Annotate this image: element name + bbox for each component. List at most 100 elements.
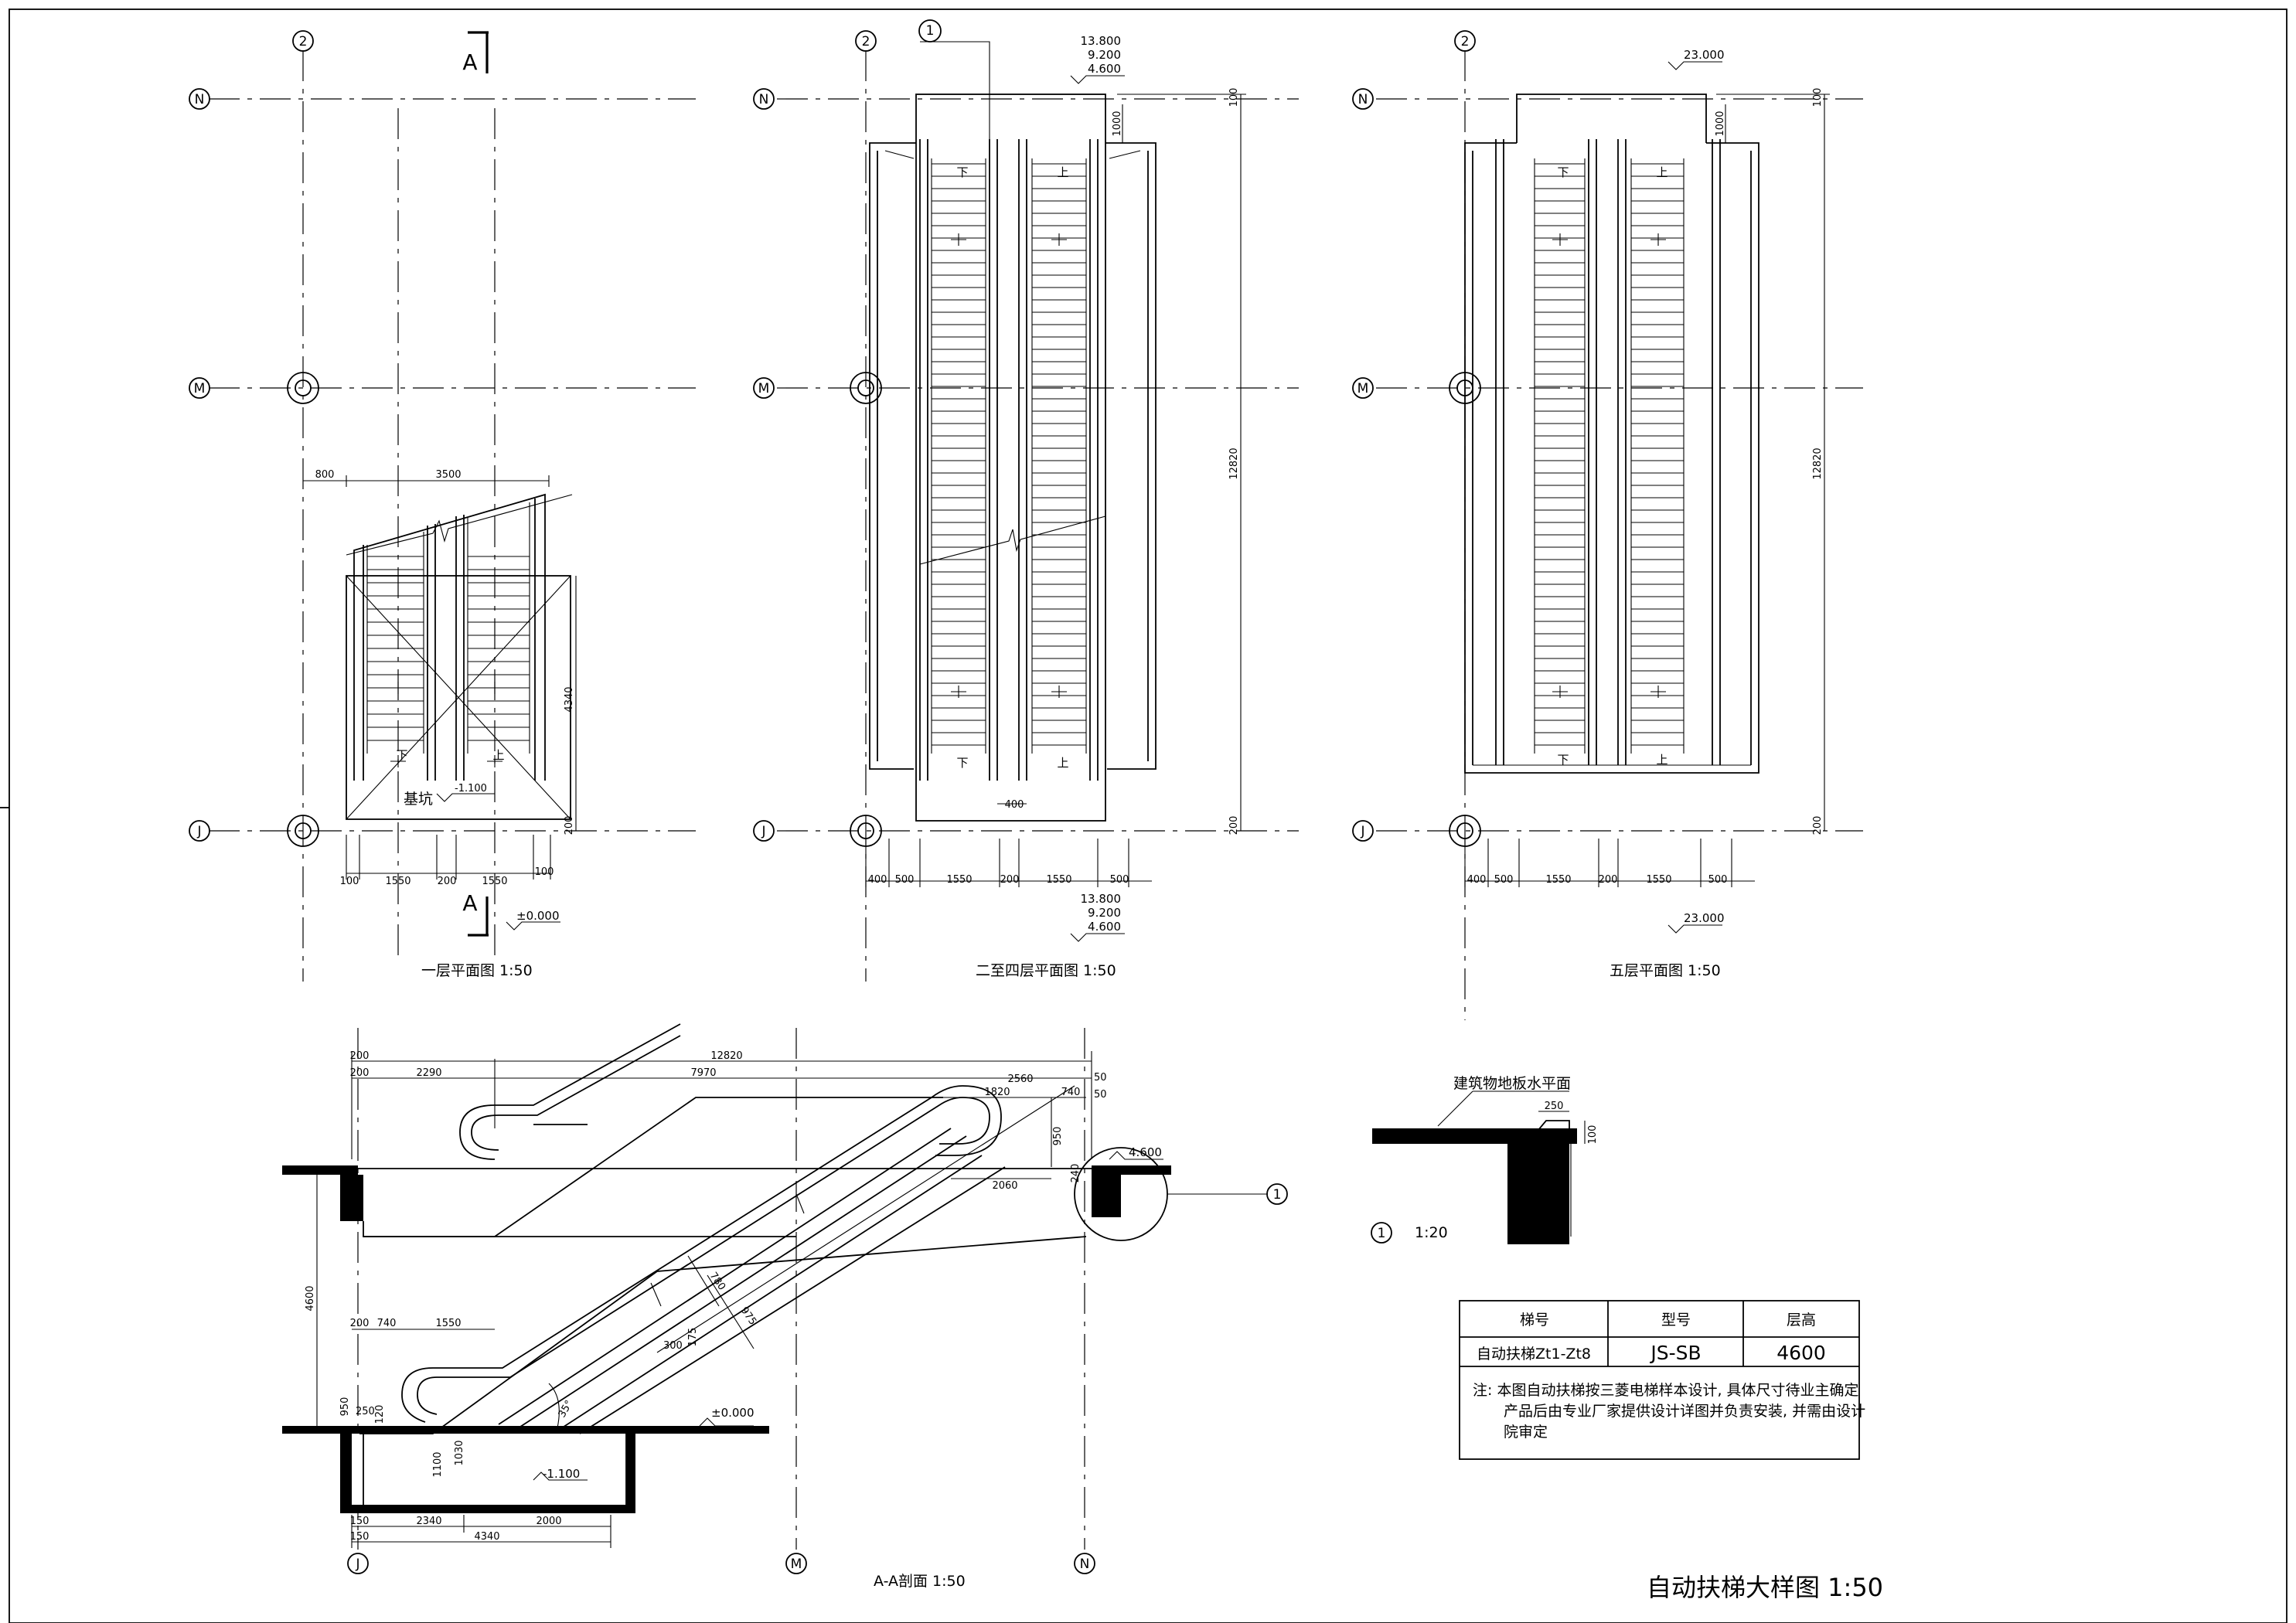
section-dim-bt-4340: 4340 [474,1531,499,1543]
plan2-dir-down-top: 下 [956,165,968,179]
plan1-treads [367,556,530,741]
section-dim-l-1550: 1550 [435,1318,461,1329]
plan3-title: 五层平面图 1:50 [1610,962,1721,979]
plan2-dim-b3: 200 [1000,874,1020,886]
section-dim-v-120: 120 [374,1405,386,1424]
section-level-pit: -1.100 [543,1467,580,1481]
axis-bubble-m-plan2: M [758,381,770,396]
plan3-dim-b3: 200 [1599,874,1618,886]
plan1-floor-level: ±0.000 [516,909,560,923]
table-cell-2: 4600 [1777,1342,1826,1364]
axis-bubble-j-plan3: J [1360,824,1364,839]
plan3-dim-b0: 400 [1467,874,1487,886]
plan3-dir-down-bottom: 下 [1557,753,1569,767]
plan2-dir-up-top: 上 [1057,165,1068,179]
plan2-dim-b5: 500 [1110,874,1129,886]
plan-level-1: A A 下 上 基坑 -1.100 [303,31,577,979]
section-dim-b-2340: 2340 [416,1516,441,1527]
axis-bubble-m-section: M [791,1557,802,1572]
plan-levels-2-4: 下 上 下 上 1 13.800 9.200 4.600 13.800 9.20… [865,19,1246,979]
section-incline-780: 780 [707,1271,728,1293]
plan3-dim-12820: 12820 [1812,447,1824,479]
axis-bubble-2-plan1: 2 [299,34,308,49]
section-mark-a-bottom: A [462,890,477,916]
plan2-dim-1000: 1000 [1112,111,1123,136]
plan1-dim-b0: 100 [340,876,359,887]
plan3-dim-b2: 1550 [1545,874,1571,886]
plan3-dir-up-top: 上 [1656,165,1667,179]
plan1-dim-b4: 100 [535,866,554,878]
table-header-1: 型号 [1661,1312,1691,1329]
detail-dim-100: 100 [1587,1125,1599,1145]
plan2-dim-200: 200 [1228,816,1240,835]
section-dim3-740: 740 [1061,1087,1081,1098]
plan2-level-top-1: 9.200 [1088,48,1121,62]
section-mark-a-top: A [462,49,477,75]
plan3-dir-up-bottom: 上 [1656,753,1667,767]
table-header-0: 梯号 [1520,1312,1549,1329]
plan2-dim-b0: 400 [868,874,887,886]
section-dim2-7970: 7970 [690,1067,716,1079]
plan1-dim-800: 800 [315,469,335,481]
plan2-level-bot-2: 4.600 [1088,920,1121,934]
plan2-dim-b1: 500 [895,874,915,886]
plan2-dim-b2: 1550 [946,874,972,886]
axis-bubbles: 2 2 2 N M J N M J N M J J M N [189,30,1481,1574]
section-incline-300: 300 [663,1340,683,1352]
section-level-top: 4.600 [1129,1145,1162,1159]
section-title: A-A剖面 1:50 [874,1573,966,1590]
section-dim-240: 240 [1070,1164,1082,1183]
plan2-level-bot-0: 13.800 [1081,892,1122,906]
plan2-level-top-0: 13.800 [1081,34,1122,48]
plan3-dim-b5: 500 [1708,874,1728,886]
detail-scale: 1:20 [1415,1224,1448,1241]
axis-bubble-n-plan2: N [759,92,769,107]
section-dim-bt-150: 150 [350,1531,370,1543]
axis-bubble-j-section: J [355,1557,359,1572]
section-dim3-1820: 1820 [984,1087,1010,1098]
axis-bubble-n-plan1: N [195,92,205,107]
plan1-dim-200: 200 [564,816,575,835]
section-dim-v-950: 950 [339,1397,351,1417]
plan2-dim-100: 100 [1228,88,1240,107]
section-dim-50b: 50 [1094,1089,1107,1101]
table-cell-0: 自动扶梯Zt1-Zt8 [1477,1346,1591,1363]
section-dim-50a: 50 [1094,1072,1107,1084]
section-dim-250: 250 [356,1406,375,1417]
sheet-border [9,9,2287,1623]
table-note-0: 注: 本图自动扶梯按三菱电梯样本设计, 具体尺寸待业主确定 [1473,1382,1859,1399]
plan1-dir-down: 下 [396,748,407,762]
plan1-dim-b2: 200 [438,876,457,887]
plan2-dim-400: 400 [1005,799,1024,811]
section-a-a: 1 200 12820 200 2290 7970 2560 1820 740 … [282,1023,1288,1590]
plan3-level-top: 23.000 [1684,48,1725,62]
section-level-ground: ±0.000 [711,1406,755,1420]
section-dim-4600: 4600 [305,1285,316,1311]
section-dim2-2290: 2290 [416,1067,441,1079]
detail-1: 建筑物地板水平面 250 100 1 1:20 [1371,1075,1599,1244]
plan2-dim-12820: 12820 [1228,447,1240,479]
plan2-treads [932,163,1086,746]
section-dim-v-1030: 1030 [454,1440,465,1465]
axis-bubble-m-plan3: M [1358,381,1369,396]
plan1-title: 一层平面图 1:50 [421,962,533,979]
section-incline-175: 175 [687,1328,699,1347]
section-dim-top-200: 200 [350,1050,370,1062]
plan-level-5: 下 上 下 上 23.000 23.000 12820 100 200 1000… [1464,48,1830,979]
plan3-dim-b1: 500 [1494,874,1514,886]
plan1-dim-4340: 4340 [564,686,575,712]
section-dim-l-740: 740 [377,1318,397,1329]
plan3-level-bottom: 23.000 [1684,911,1725,925]
plan3-treads [1535,163,1684,746]
axis-bubble-n-section: N [1080,1557,1090,1572]
table-note-1: 产品后由专业厂家提供设计详图并负责安装, 并需由设计 [1504,1403,1865,1420]
plan2-level-bot-1: 9.200 [1088,906,1121,920]
table-note-2: 院审定 [1504,1424,1548,1441]
section-dim2-200: 200 [350,1067,370,1079]
detail-dim-250: 250 [1545,1101,1564,1112]
plan2-detail-bubble: 1 [926,23,935,39]
plan3-dim-b4: 1550 [1646,874,1671,886]
plan2-dim-b4: 1550 [1046,874,1071,886]
